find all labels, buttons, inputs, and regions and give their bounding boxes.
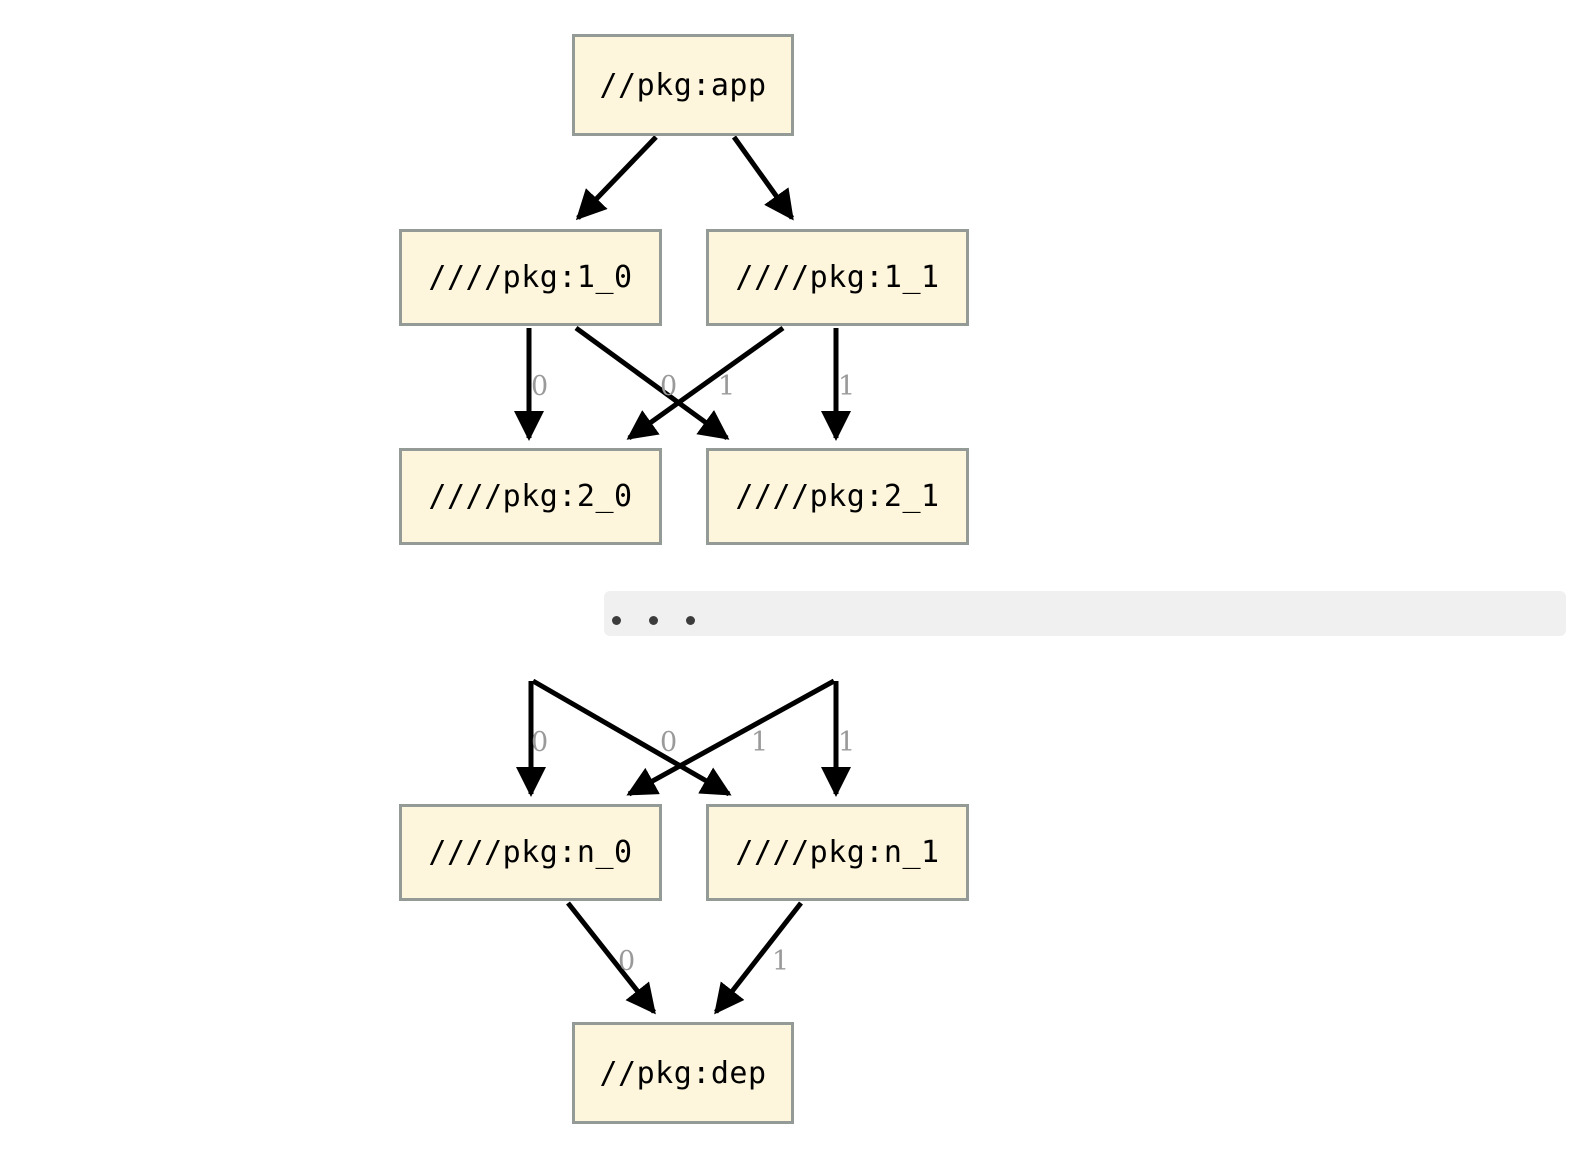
ellipsis-dot-icon [686,616,695,625]
node-app[interactable]: //pkg:app [572,34,794,136]
node-label: ////pkg:n_0 [428,835,633,870]
node-1_0[interactable]: ////pkg:1_0 [399,229,662,326]
edge-n_1-to-dep [714,901,803,1015]
edge-label-trunc-n_0: 0 [531,727,549,758]
node-label: ////pkg:2_0 [428,479,633,514]
node-label: ////pkg:1_1 [735,260,940,295]
edge-label-1_0-2_0: 0 [531,371,549,402]
ellipsis-dot-icon [612,616,621,625]
node-label: ////pkg:2_1 [735,479,940,514]
edge-label-trunc-n_0-cross: 1 [751,727,769,758]
edge-label-1_1-2_0: 1 [718,371,736,402]
edge-app-to-1_1 [731,135,795,221]
edge-label-1_1-2_1: 1 [838,371,856,402]
node-label: //pkg:app [599,67,767,103]
edge-truncated-to-n_0-cross [626,678,836,797]
edge-label-trunc-n_1: 1 [838,727,856,758]
node-dep[interactable]: //pkg:dep [572,1022,794,1124]
node-1_1[interactable]: ////pkg:1_1 [706,229,969,326]
ellipsis-dots [604,616,695,636]
node-label: ////pkg:1_0 [428,260,633,295]
edge-truncated-to-n_1-cross [531,678,732,797]
node-label: ////pkg:n_1 [735,835,940,870]
node-2_1[interactable]: ////pkg:2_1 [706,448,969,545]
edge-n_0-to-dep [566,901,656,1015]
edge-1_1-to-2_0 [626,325,785,441]
node-n_1[interactable]: ////pkg:n_1 [706,804,969,901]
node-n_0[interactable]: ////pkg:n_0 [399,804,662,901]
ellipsis-band [604,591,1566,636]
edge-app-to-1_0 [575,135,658,221]
edge-label-1_0-2_1: 0 [660,371,678,402]
ellipsis-dot-icon [649,616,658,625]
edge-label-trunc-n_1-cross: 0 [660,727,678,758]
node-label: //pkg:dep [599,1055,767,1091]
edge-1_0-to-2_1 [574,325,730,441]
edge-label-n_0-dep: 0 [618,946,636,977]
edge-label-n_1-dep: 1 [772,946,790,977]
node-2_0[interactable]: ////pkg:2_0 [399,448,662,545]
